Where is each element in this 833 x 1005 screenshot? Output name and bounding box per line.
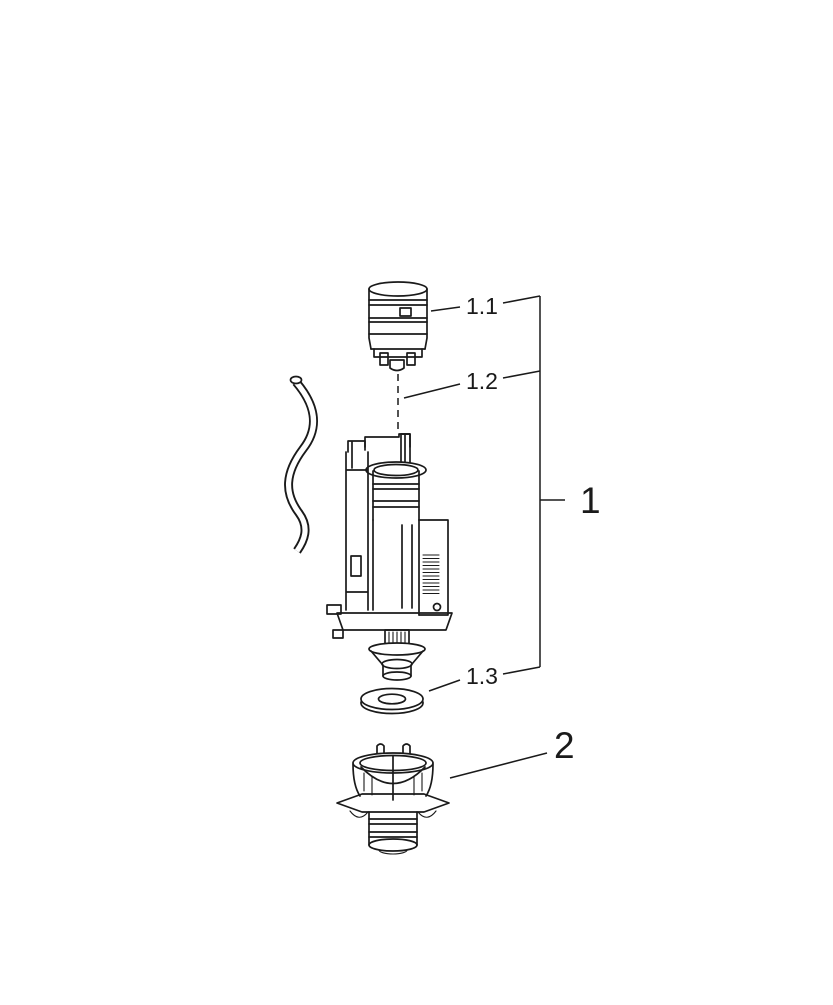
callout-label-group-1: 1 xyxy=(580,480,601,521)
callout-label-1-1: 1.1 xyxy=(466,293,498,319)
part-top-cap xyxy=(368,281,428,372)
part-gasket xyxy=(360,687,424,715)
leader-line-1-1 xyxy=(430,306,461,312)
leader-line-1-3-bracket xyxy=(502,666,541,675)
leader-line-1-1-bracket xyxy=(502,295,541,304)
part-hose xyxy=(284,375,318,554)
leader-line-1-2-bracket xyxy=(502,370,541,379)
leader-line-2 xyxy=(449,752,548,779)
leader-line-1-3 xyxy=(428,679,461,692)
leader-line-1-2 xyxy=(403,383,461,399)
callout-label-2: 2 xyxy=(554,725,575,766)
part-basket xyxy=(336,743,450,855)
callouts: 1.1 1.2 1.3 1 2 xyxy=(403,293,601,779)
callout-label-1-2: 1.2 xyxy=(466,368,498,394)
callout-label-1-3: 1.3 xyxy=(466,663,498,689)
part-valve-body xyxy=(326,433,453,681)
